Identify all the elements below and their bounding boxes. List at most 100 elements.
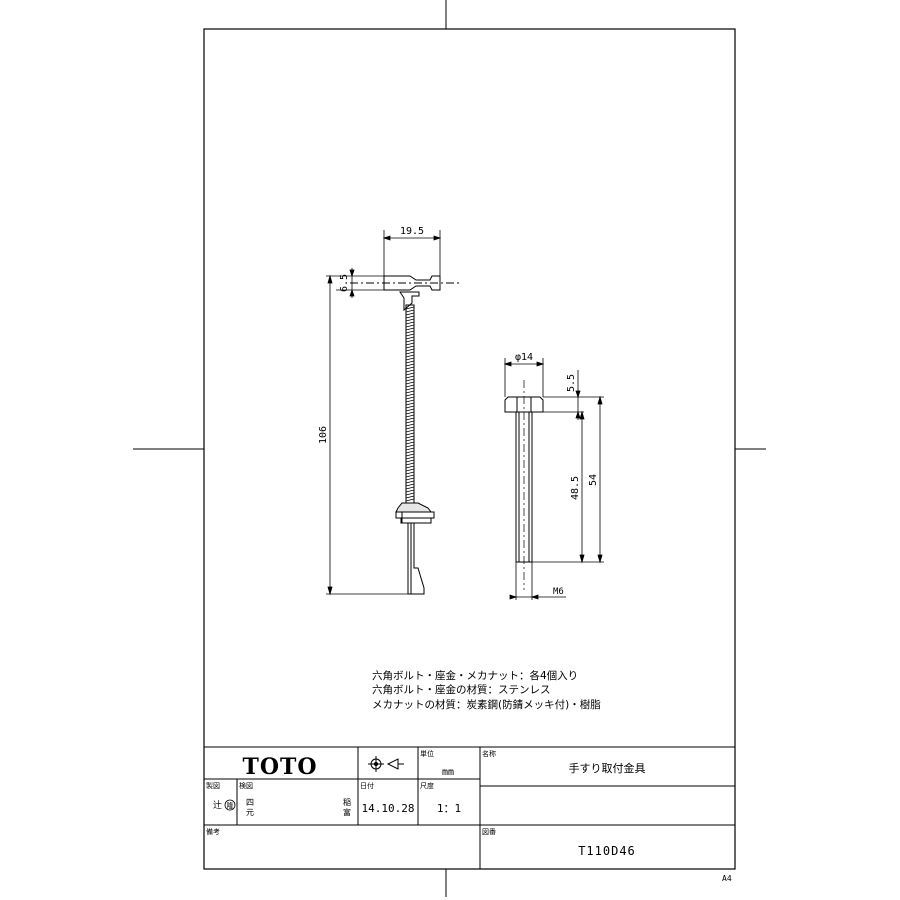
thread-line [405,453,415,457]
checked-value-1: 四 [246,798,254,807]
thread-line [405,420,415,424]
thread-line [405,375,415,379]
checked-label: 検図 [239,781,253,790]
hex-bolt-part [504,380,544,590]
thread-line [405,330,415,334]
company-logo: TOTO [242,754,317,780]
thread-line [405,369,415,373]
thread-line [405,387,415,391]
thread-line [405,384,415,388]
thread-line [405,315,415,319]
bracket-part [350,275,462,595]
thread-line [405,393,415,397]
thread-line [405,465,415,469]
sheet-border [203,28,736,870]
thread-line [405,444,415,448]
unit-value: mm [442,767,454,778]
thread-line [405,474,415,478]
thread-line [405,402,415,406]
thread-line [405,342,415,346]
approved-value-2: 富 [343,807,351,817]
thread-line [405,339,415,343]
dim-head-thick: 6.5 [339,274,350,292]
thread-line [405,426,415,430]
thread-line [405,357,415,361]
thread-line [405,480,415,484]
thread-line [405,414,415,418]
thread-line [405,318,415,322]
dim-bolt-head-h: 5.5 [566,374,577,392]
thread-line [405,378,415,382]
thread-line [405,471,415,475]
thread-line [405,462,415,466]
thread-line [405,390,415,394]
unit-label: 単位 [420,749,434,758]
bolt-dimensions [503,358,604,600]
drawn-value: 辻 [213,799,222,811]
drawing-no-label: 図番 [482,828,496,836]
thread-line [405,489,415,493]
thread-line [405,324,415,328]
thread-line [405,495,415,499]
title-block [203,746,736,870]
thread-line [405,447,415,451]
dim-thread-length: 48.5 [570,476,581,500]
drawn-stamp-circle [224,799,236,811]
thread-line [405,336,415,340]
thread-line [405,345,415,349]
approved-value-1: 稲 [343,797,351,807]
thread-line [405,435,415,439]
bracket-dimensions [326,230,442,596]
checked-value-2: 元 [246,808,254,817]
centering-marks [133,0,766,897]
scale-label: 尺度 [420,781,434,790]
note-line-3: メカナットの材質：炭素鋼(防錆メッキ付)・樹脂 [372,698,601,711]
thread-line [405,477,415,481]
dim-overall-length: 106 [318,426,329,444]
thread-line [405,354,415,358]
dim-thread-size: M6 [553,587,564,597]
drawing-no-value: T110D46 [578,844,636,858]
dim-bolt-length: 54 [588,474,599,486]
thread-line [405,366,415,370]
drawn-stamp: 隆 [227,801,234,810]
thread-line [405,417,415,421]
thread-line [405,456,415,460]
thread-line [405,408,415,412]
paper-size: A4 [722,874,732,883]
thread-line [405,438,415,442]
thread-line [405,450,415,454]
thread-line [405,309,415,313]
name-label: 名称 [482,749,496,758]
part-name: 手すり取付金具 [569,761,646,775]
projection-symbol-icon [368,756,404,772]
thread-line [405,483,415,487]
thread-line [405,411,415,415]
remarks-label: 備考 [206,827,220,836]
thread-line [405,498,415,502]
thread-line [405,321,415,325]
thread-line [405,333,415,337]
thread-line [405,405,415,409]
thread-line [405,396,415,400]
drawn-label: 製図 [206,781,220,790]
thread-line [405,399,415,403]
thread-line [405,306,415,310]
thread-line [405,363,415,367]
thread-line [405,360,415,364]
thread-line [405,423,415,427]
dim-head-width: 19.5 [400,226,424,237]
note-line-1: 六角ボルト・座金・メカナット：各4個入り [372,669,578,682]
thread-line [405,351,415,355]
dim-diameter: φ14 [515,352,533,363]
thread-line [405,492,415,496]
date-value: 14.10.28 [362,802,415,815]
thread-line [405,429,415,433]
thread-hatch-left [405,306,415,502]
thread-line [405,327,415,331]
thread-line [405,468,415,472]
thread-line [405,348,415,352]
scale-value: 1：1 [437,802,461,815]
thread-line [405,312,415,316]
